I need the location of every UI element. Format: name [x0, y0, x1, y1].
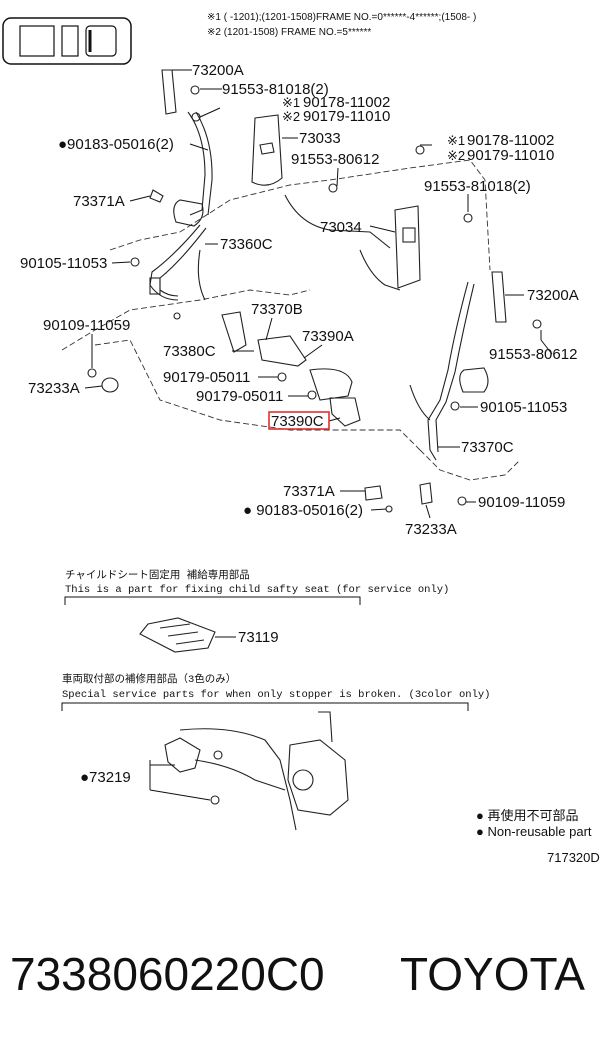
stopper-section: 車両取付部の補修用部品（3色のみ） Special service parts … [61, 672, 490, 831]
retractor-icon [287, 739, 349, 816]
label-90109-11059-right[interactable]: 90109-11059 [478, 494, 565, 511]
mark-2-top: ※2 [282, 109, 300, 124]
mark-1-top: ※1 [282, 95, 300, 110]
footer-brand: TOYOTA [400, 948, 585, 1000]
label-73033[interactable]: 73033 [299, 130, 341, 147]
stopper-note-en: Special service parts for when only stop… [62, 689, 490, 701]
diagram-code: 717320D [547, 850, 600, 865]
label-90105-11053-right[interactable]: 90105-11053 [480, 399, 567, 416]
label-73200A-right[interactable]: 73200A [527, 287, 579, 304]
header-note-2: ※2 (1201-1508) FRAME NO.=5****** [207, 27, 371, 38]
label-90178-11002-right[interactable]: 90178-11002 [467, 132, 554, 149]
highlight-box [268, 411, 330, 430]
label-73371A-top[interactable]: 73371A [73, 193, 125, 210]
label-90178-11002-top[interactable]: 90178-11002 [303, 94, 390, 111]
vehicle-floor-outline [61, 159, 521, 481]
right-belt-assembly [409, 271, 507, 461]
anchor-plate-icon [139, 617, 216, 653]
label-90179-05011-b[interactable]: 90179-05011 [196, 388, 283, 405]
child-seat-note-en: This is a part for fixing child safty se… [65, 584, 449, 596]
legend-jp: ● 再使用不可部品 [476, 808, 578, 823]
label-90183-05016-top[interactable]: ●90183-05016(2) [58, 136, 174, 153]
panel-73034 [394, 205, 421, 289]
label-91553-81018-top[interactable]: 91553-81018(2) [222, 81, 329, 98]
label-73200A-top[interactable]: 73200A [192, 62, 244, 79]
label-73370C[interactable]: 73370C [461, 439, 514, 456]
label-73371A-bottom[interactable]: 73371A [283, 483, 335, 500]
label-91553-81018-right[interactable]: 91553-81018(2) [424, 178, 531, 195]
label-90179-11010-top[interactable]: 90179-11010 [303, 108, 390, 125]
label-73390C-highlighted[interactable]: 73390C [271, 413, 324, 430]
leader-lines [84, 69, 553, 519]
label-90179-05011-a[interactable]: 90179-05011 [163, 369, 250, 386]
left-belt-assembly [149, 69, 213, 301]
header-note-1: ※1 ( -1201);(1201-1508)FRAME NO.=0******… [207, 12, 476, 23]
label-73233A-bottom[interactable]: 73233A [405, 521, 457, 538]
child-seat-section: チャイルドシート固定用 補給専用部品 This is a part for fi… [64, 568, 449, 653]
mark-2-right: ※2 [447, 148, 465, 163]
buckle-assembly [221, 311, 361, 427]
label-91553-80612-right[interactable]: 91553-80612 [489, 346, 577, 363]
bolts [87, 85, 542, 513]
child-seat-note-jp: チャイルドシート固定用 補給専用部品 [65, 568, 250, 582]
label-73380C[interactable]: 73380C [163, 343, 216, 360]
legend-en: ● Non-reusable part [476, 824, 592, 839]
label-73119[interactable]: 73119 [238, 629, 279, 646]
footer-part-number: 7338060220C0 [10, 948, 325, 1000]
label-73219[interactable]: ●73219 [80, 769, 131, 786]
label-90109-11059-left[interactable]: 90109-11059 [43, 317, 130, 334]
label-73233A-left[interactable]: 73233A [28, 380, 80, 397]
label-73370B[interactable]: 73370B [251, 301, 303, 318]
label-90105-11053-left[interactable]: 90105-11053 [20, 255, 107, 272]
label-91553-80612-top[interactable]: 91553-80612 [291, 151, 379, 168]
stopper-note-jp: 車両取付部の補修用部品（3色のみ） [62, 672, 236, 686]
label-73360C[interactable]: 73360C [220, 236, 273, 253]
label-73390A[interactable]: 73390A [302, 328, 354, 345]
label-90179-11010-right[interactable]: 90179-11010 [467, 147, 554, 164]
mark-1-right: ※1 [447, 133, 465, 148]
logo-icon [2, 17, 132, 65]
panel-73033 [251, 114, 283, 186]
label-90183-05016-bottom[interactable]: ● 90183-05016(2) [243, 502, 363, 519]
label-73034[interactable]: 73034 [320, 219, 362, 236]
